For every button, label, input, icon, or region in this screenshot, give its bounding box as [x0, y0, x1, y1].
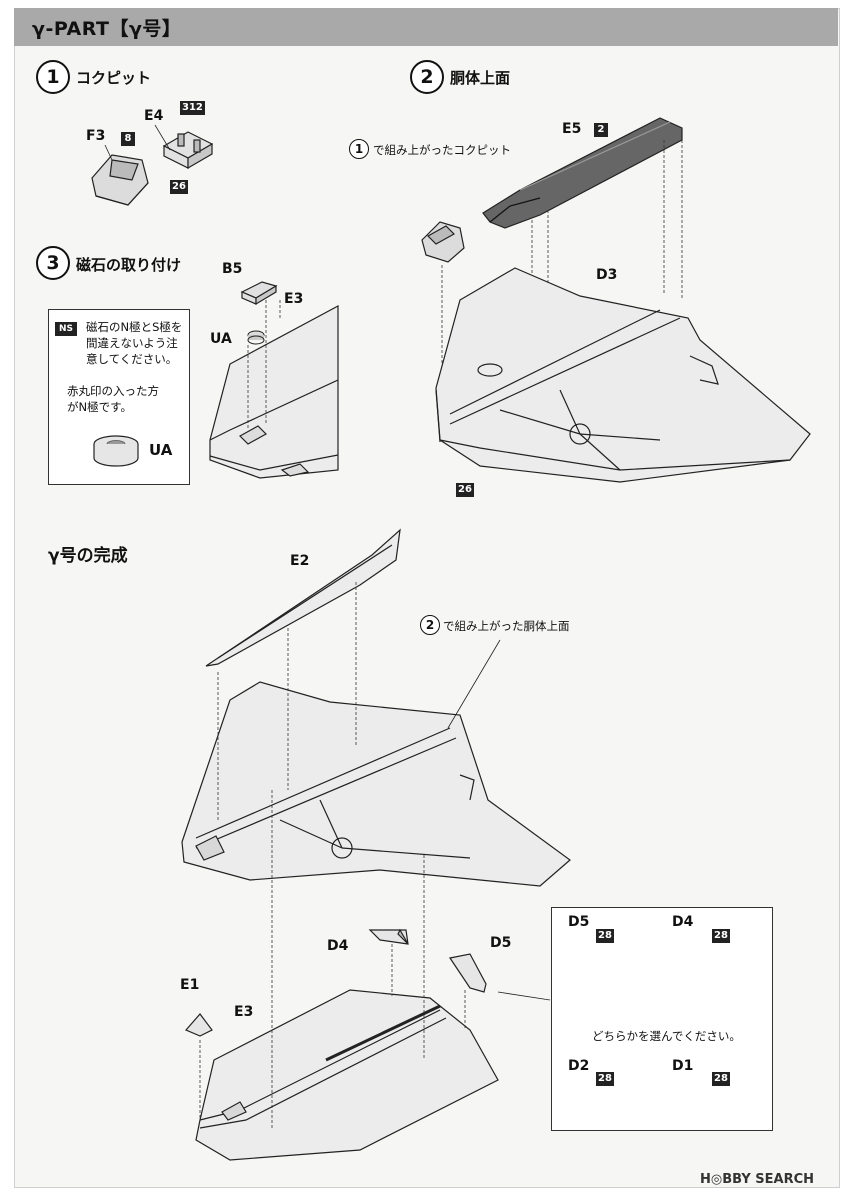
note-line: 意してください。 — [86, 352, 178, 366]
part-label-d5: D5 — [490, 935, 512, 951]
final-upper-fuselage — [181, 681, 571, 887]
page-title: γ-PART【γ号】 — [32, 18, 182, 40]
part-number-badge: 8 — [121, 132, 135, 146]
step-1-title: コクピット — [76, 69, 152, 87]
cockpit-subassembly — [421, 221, 465, 263]
ns-magnet-icon: NS — [55, 322, 77, 336]
d4-part — [368, 928, 409, 945]
part-number-badge: 312 — [180, 101, 205, 115]
choice-label-d2: D2 — [568, 1058, 590, 1074]
f3-cockpit-part — [91, 154, 149, 206]
header-band — [14, 8, 838, 46]
f3-leader — [104, 144, 113, 161]
ua-magnet-small — [247, 330, 265, 345]
part-label-ua: UA — [210, 331, 232, 347]
part-number-badge: 28 — [712, 1072, 730, 1086]
part-label-b5: B5 — [222, 261, 243, 277]
note-line: がN極です。 — [67, 400, 132, 414]
final-ref-text: で組み上がった胴体上面 — [443, 619, 570, 633]
final-ref-number: 2 — [420, 615, 440, 635]
d3-upper-fuselage — [435, 267, 811, 483]
step-2-title: 胴体上面 — [450, 69, 511, 87]
ua-magnet-icon — [93, 435, 139, 467]
choice-label-d5: D5 — [568, 914, 590, 930]
step-3-title: 磁石の取り付け — [76, 256, 182, 274]
final-lower-fuselage — [195, 989, 499, 1161]
part-label-f3: F3 — [86, 128, 106, 144]
e4-leader — [154, 124, 171, 151]
choice-label-d1: D1 — [672, 1058, 694, 1074]
part-number-badge: 26 — [456, 483, 474, 497]
part-label-e4: E4 — [144, 108, 164, 124]
part-number-badge: 28 — [712, 929, 730, 943]
note-line: 磁石のN極とS極を — [86, 320, 183, 334]
part-label-e5: E5 — [562, 121, 582, 137]
step-ref-number: 1 — [349, 139, 369, 159]
step-1-number: 1 — [36, 60, 70, 94]
ref-leader — [447, 639, 501, 729]
magnet-note-box: NS 磁石のN極とS極を 間違えないよう注 意してください。 赤丸印の入った方 … — [48, 309, 190, 485]
part-label-e3: E3 — [234, 1004, 254, 1020]
part-label-e1: E1 — [180, 977, 200, 993]
step-2-number: 2 — [410, 60, 444, 94]
choice-instruction: どちらかを選んでください。 — [592, 1029, 741, 1043]
e5-spine-part — [482, 117, 683, 229]
part-choice-box: D5 28 D4 28 どちらかを選んでください。 D2 28 D1 28 — [551, 907, 773, 1131]
e4-seat-part — [162, 131, 214, 170]
part-number-badge: 26 — [170, 180, 188, 194]
watermark-logo: H◎BBY SEARCH — [700, 1172, 815, 1187]
step3-guide-lines — [247, 300, 281, 430]
b5-part — [240, 281, 278, 306]
part-number-badge: 28 — [596, 1072, 614, 1086]
part-label-d3: D3 — [596, 267, 618, 283]
note-line: 赤丸印の入った方 — [67, 384, 159, 398]
step-2-ref-text: で組み上がったコクピット — [373, 143, 511, 157]
note-line: 間違えないよう注 — [86, 336, 178, 350]
choice-label-d4: D4 — [672, 914, 694, 930]
e1-part — [185, 1013, 213, 1037]
part-label-e3: E3 — [284, 291, 304, 307]
part-number-badge: 28 — [596, 929, 614, 943]
part-label-e2: E2 — [290, 553, 310, 569]
choice-leader — [497, 991, 551, 1001]
part-label-d4: D4 — [327, 938, 349, 954]
final-guide-lines — [199, 582, 466, 1130]
final-title: γ号の完成 — [48, 546, 128, 566]
step-3-number: 3 — [36, 246, 70, 280]
step3-fuselage — [209, 304, 339, 479]
part-number-badge: 2 — [594, 123, 608, 137]
e2-panel — [205, 528, 401, 667]
d5-part — [449, 953, 487, 993]
note-ua-label: UA — [149, 441, 173, 459]
